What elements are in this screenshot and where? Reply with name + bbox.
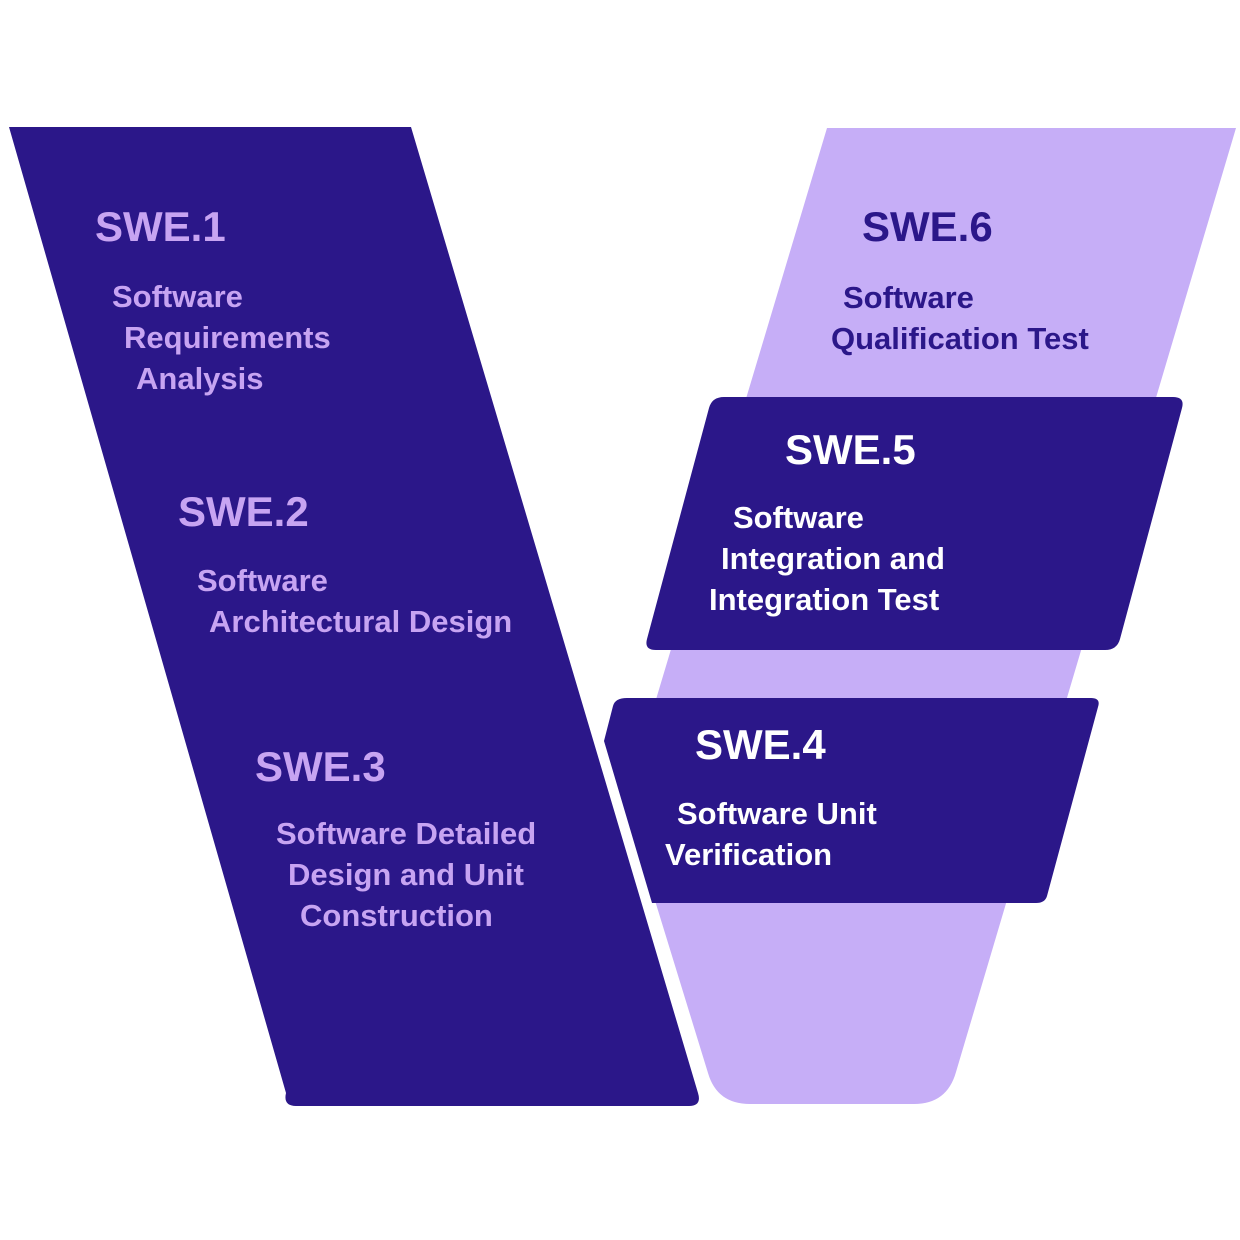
swe3-name-line1: Software Detailed [276, 816, 537, 851]
swe1-name-line3: Analysis [136, 361, 264, 396]
swe4-name: Software Unit Verification [665, 793, 877, 875]
swe6-name-line2: Qualification Test [831, 321, 1089, 356]
swe1-label: SWE.1 [95, 203, 226, 250]
swe5-name-line2: Integration and [721, 541, 945, 576]
swe2-name-line1: Software [197, 563, 328, 598]
swe1-name-line2: Requirements [124, 320, 331, 355]
swe5-name: Software Integration and Integration Tes… [709, 497, 945, 620]
swe5-label: SWE.5 [785, 426, 916, 473]
swe4-name-line1: Software Unit [677, 796, 877, 831]
swe6-label: SWE.6 [862, 203, 993, 250]
swe3-name-line3: Construction [300, 898, 493, 933]
swe3-name: Software Detailed Design and Unit Constr… [276, 813, 536, 936]
swe4-label: SWE.4 [695, 721, 826, 768]
left-arm-shape [9, 127, 699, 1106]
swe1-name-line1: Software [112, 279, 243, 314]
swe1-name: Software Requirements Analysis [112, 276, 331, 399]
swe3-name-line2: Design and Unit [288, 857, 524, 892]
swe2-name-line2: Architectural Design [209, 604, 513, 639]
swe4-box-shape [604, 698, 1099, 903]
swe5-box-shape [646, 397, 1183, 650]
swe6-name-line1: Software [843, 280, 974, 315]
swe5-name-line1: Software [733, 500, 864, 535]
swe2-name: Software Architectural Design [197, 560, 512, 642]
swe5-name-line3: Integration Test [709, 582, 940, 617]
swe3-label: SWE.3 [255, 743, 386, 790]
swe6-name: Software Qualification Test [831, 277, 1089, 359]
swe2-label: SWE.2 [178, 488, 309, 535]
swe4-name-line2: Verification [665, 837, 833, 872]
